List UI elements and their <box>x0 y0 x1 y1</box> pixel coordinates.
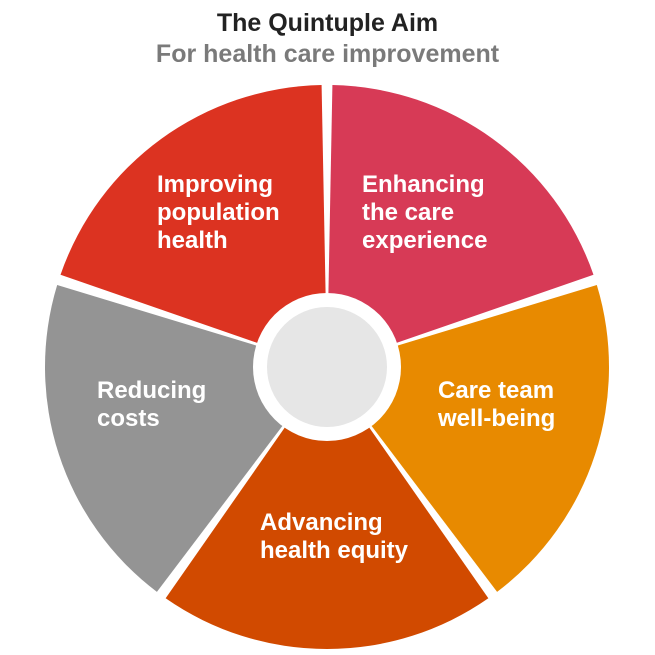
segment-label-line: Improving <box>157 171 273 198</box>
segment-label-line: health equity <box>260 537 409 564</box>
segment-improving-population-health <box>60 85 328 368</box>
segment-label-line: costs <box>97 405 160 432</box>
segment-label-line: Care team <box>438 377 554 404</box>
center-hub <box>267 307 387 427</box>
segment-label-line: population <box>157 199 280 226</box>
segment-label-line: well-being <box>437 405 555 432</box>
segment-label-line: health <box>157 227 228 254</box>
segment-advancing-health-equity <box>165 367 489 650</box>
segment-enhancing-care-experience <box>327 85 594 368</box>
segment-label-line: experience <box>362 227 487 254</box>
segment-label-line: Enhancing <box>362 171 485 198</box>
diagram-title: The Quintuple Aim <box>216 9 439 37</box>
segment-label-line: Advancing <box>260 509 383 536</box>
segment-label-line: Reducing <box>97 377 206 404</box>
segment-label-line: the care <box>362 199 454 226</box>
diagram-subtitle: For health care improvement <box>155 40 500 68</box>
